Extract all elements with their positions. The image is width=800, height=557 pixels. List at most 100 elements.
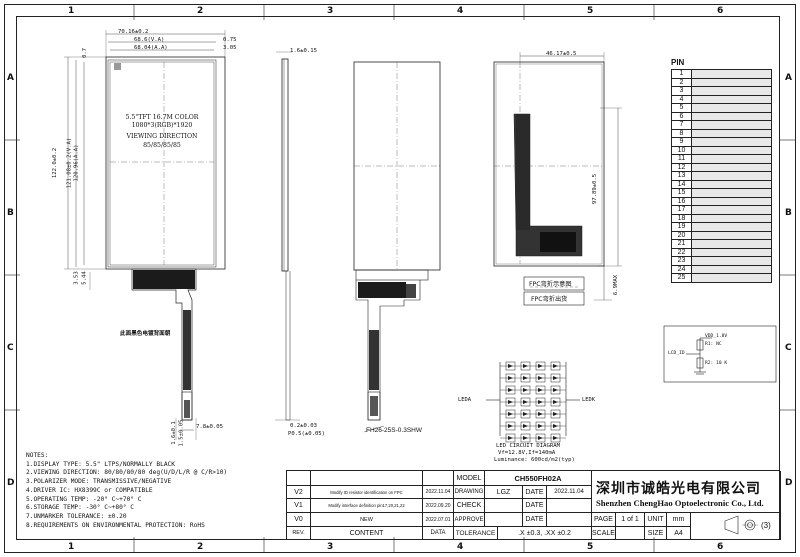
pin-signal-redacted <box>691 103 772 113</box>
pin-row: 8 <box>671 128 772 138</box>
scale-label: SCALE <box>592 527 616 540</box>
pin-signal-redacted <box>691 154 772 164</box>
pin-row: 2 <box>671 77 772 87</box>
col-marker: 6 <box>717 542 724 552</box>
rev-cell: V0 <box>287 513 311 527</box>
pin-row: 24 <box>671 264 772 274</box>
led-diode-icon <box>553 400 558 404</box>
panel-spec-line1: 5.5"TFT 16.7M COLOR <box>125 114 199 121</box>
col-marker: 2 <box>197 542 204 552</box>
led-diode-icon <box>538 388 543 392</box>
fpc-fold-label-2: FPC弯折出货 <box>531 296 568 303</box>
pin-row: 5 <box>671 103 772 113</box>
tolerance-value: .X ±0.3, .XX ±0.2 <box>498 527 592 540</box>
notes-block: NOTES: 1.DISPLAY TYPE: 5.5" LTPS/NORMALL… <box>26 452 227 530</box>
led-diode-icon <box>508 424 513 428</box>
pin-signal-redacted <box>691 188 772 198</box>
note-item: 7.UNMARKER TOLERANCE: ±0.20 <box>26 512 127 520</box>
panel-fpc-view <box>353 61 441 433</box>
row-marker: A <box>7 73 14 83</box>
row-marker: D <box>785 478 793 488</box>
pin-row: 17 <box>671 205 772 215</box>
projection-cell <box>691 513 781 540</box>
led-diode-icon <box>553 388 558 392</box>
pin-number: 24 <box>671 264 692 274</box>
tail-dim-3: 1.5±0.05 <box>178 419 185 447</box>
led-diode-icon <box>553 436 558 440</box>
pin-number: 16 <box>671 196 692 206</box>
dim-height-va: 121.08±0.2(V.A) <box>66 137 73 189</box>
panel-spec-line2: 1080*3(RGB)*1920 <box>131 122 193 129</box>
led-symbol <box>505 361 516 371</box>
led-cathode-label: LEDK <box>582 397 595 403</box>
pin-row: 9 <box>671 137 772 147</box>
id-r2-label: R2: 10 K <box>705 361 728 366</box>
pin-number: 2 <box>671 77 692 87</box>
size-label: SIZE <box>645 527 667 540</box>
col-marker: 5 <box>587 542 594 552</box>
company-name-cn: 深圳市诚皓光电有限公司 <box>596 481 761 497</box>
pin-signal-redacted <box>691 273 772 283</box>
check-value <box>485 499 523 513</box>
pin-signal-redacted <box>691 239 772 249</box>
led-symbol <box>550 361 561 371</box>
led-symbol <box>520 373 531 383</box>
note-item: 6.STORAGE TEMP: -30° C~+80° C <box>26 504 135 512</box>
dim-va-width: 68.6(V.A) <box>134 37 165 43</box>
pin-row: 12 <box>671 162 772 172</box>
pin-signal-redacted <box>691 213 772 223</box>
led-symbol <box>550 421 561 431</box>
col-marker: 1 <box>68 6 75 16</box>
row-marker: A <box>785 73 792 83</box>
led-diode-icon <box>523 424 528 428</box>
pin-number: 5 <box>671 103 692 113</box>
pin-signal-redacted <box>691 222 772 232</box>
pin-row: 1 <box>671 69 772 79</box>
led-diode-icon <box>508 364 513 368</box>
rev-date-cell: 2022.11.04 <box>423 486 454 499</box>
pin-number: 15 <box>671 188 692 198</box>
pin-signal-redacted <box>691 196 772 206</box>
pin-number: 22 <box>671 247 692 257</box>
pin-number: 1 <box>671 69 692 79</box>
id-lcd-label: LCD_ID <box>668 351 685 356</box>
fpc-note-cn: 此面黑色电镀背面朝 <box>120 331 171 337</box>
rev-date-cell: 2022.07.01 <box>423 513 454 527</box>
side-dim-tail-2: P0.5(±0.05) <box>288 431 326 437</box>
page-value: 1 of 1 <box>616 513 645 527</box>
pin-number: 3 <box>671 86 692 96</box>
company-name-en: Shenzhen ChengHao Optoelectronic Co., Lt… <box>596 498 764 508</box>
led-diode-icon <box>523 436 528 440</box>
led-symbol <box>550 397 561 407</box>
led-symbol <box>520 421 531 431</box>
id-circuit-diagram <box>663 325 777 383</box>
approve-date <box>547 513 592 527</box>
drawing-value: LGZ <box>485 486 523 499</box>
pin-number: 4 <box>671 94 692 104</box>
pin-row: 14 <box>671 179 772 189</box>
dim-total-width: 70.16±0.2 <box>118 29 149 35</box>
pin-row: 4 <box>671 94 772 104</box>
pin-signal-redacted <box>691 162 772 172</box>
row-marker: C <box>785 343 792 353</box>
note-item: 1.DISPLAY TYPE: 5.5" LTPS/NORMALLY BLACK <box>26 460 176 468</box>
pin-number: 9 <box>671 137 692 147</box>
pin-number: 25 <box>671 273 692 283</box>
dim-bottom-2: 5.44 <box>81 271 88 285</box>
pin-signal-redacted <box>691 137 772 147</box>
row-marker: D <box>7 478 15 488</box>
notes-title: NOTES: <box>26 452 49 459</box>
scale-value <box>616 527 645 540</box>
side-view <box>275 51 300 421</box>
rev-header: REV. <box>287 527 311 540</box>
col-marker: 5 <box>587 6 594 16</box>
led-diode-icon <box>553 364 558 368</box>
id-vdd-label: VDD_1.8V <box>705 334 728 339</box>
row-marker: C <box>7 343 14 353</box>
led-vf: Vf=12.8V,If=140mA <box>498 450 556 456</box>
tail-dim-1: 7.8±0.05 <box>196 424 223 430</box>
projection-symbol <box>724 515 758 535</box>
pin-row: 22 <box>671 247 772 257</box>
rev-content-cell: NEW <box>311 513 423 527</box>
led-diode-icon <box>508 388 513 392</box>
